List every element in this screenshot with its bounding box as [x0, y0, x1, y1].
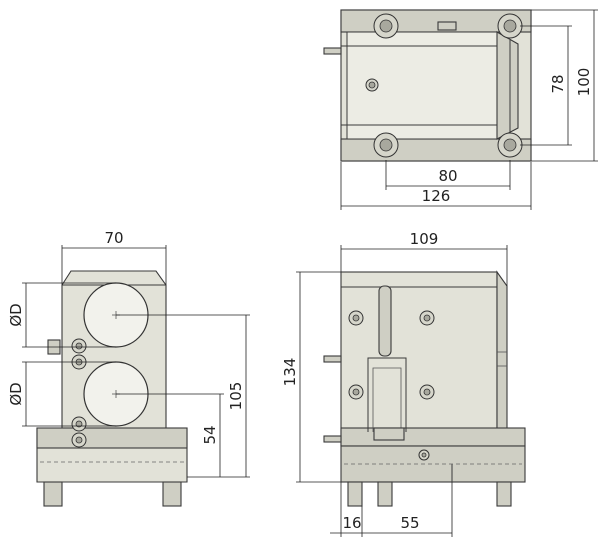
- side-view-foot-right: [162, 481, 182, 507]
- front-view-pin-lower: [323, 435, 342, 443]
- dim-label-105: 105: [227, 382, 245, 411]
- dim-label-bore-upper: ØD: [7, 303, 25, 326]
- top-view: 80 126 78 100: [323, 9, 598, 210]
- front-view-base-plate: [340, 427, 526, 447]
- front-view-pin-upper: [323, 355, 342, 363]
- side-view-base: [36, 427, 188, 449]
- front-view-slot-block: [373, 427, 405, 441]
- front-view-base: [340, 445, 526, 483]
- dim-label-70: 70: [104, 229, 123, 247]
- dim-label-134: 134: [281, 358, 299, 387]
- top-view-side-rail: [496, 31, 519, 140]
- front-view-slot: [367, 357, 407, 432]
- front-view-foot-2: [377, 481, 393, 507]
- dim-label-54: 54: [201, 425, 219, 444]
- top-view-pin: [323, 47, 342, 55]
- dim-label-80: 80: [438, 167, 457, 185]
- front-view-lever: [378, 285, 392, 357]
- dim-label-100: 100: [575, 68, 593, 97]
- side-view: 70 ØD ØD 105 54: [7, 229, 250, 507]
- top-view-key: [437, 21, 457, 31]
- front-view-foot-3: [496, 481, 512, 507]
- dim-label-126: 126: [422, 187, 451, 205]
- front-view-foot-1: [347, 481, 363, 507]
- front-view-side-face: [496, 270, 508, 446]
- dim-label-bore-lower: ØD: [7, 382, 25, 405]
- front-view-body: [340, 271, 498, 446]
- dim-label-78: 78: [549, 74, 567, 93]
- front-view: 109 134 16 55: [281, 230, 526, 537]
- dim-label-109: 109: [410, 230, 439, 248]
- side-view-foot-left: [43, 481, 63, 507]
- dim-label-16: 16: [342, 514, 361, 532]
- dim-label-55: 55: [400, 514, 419, 532]
